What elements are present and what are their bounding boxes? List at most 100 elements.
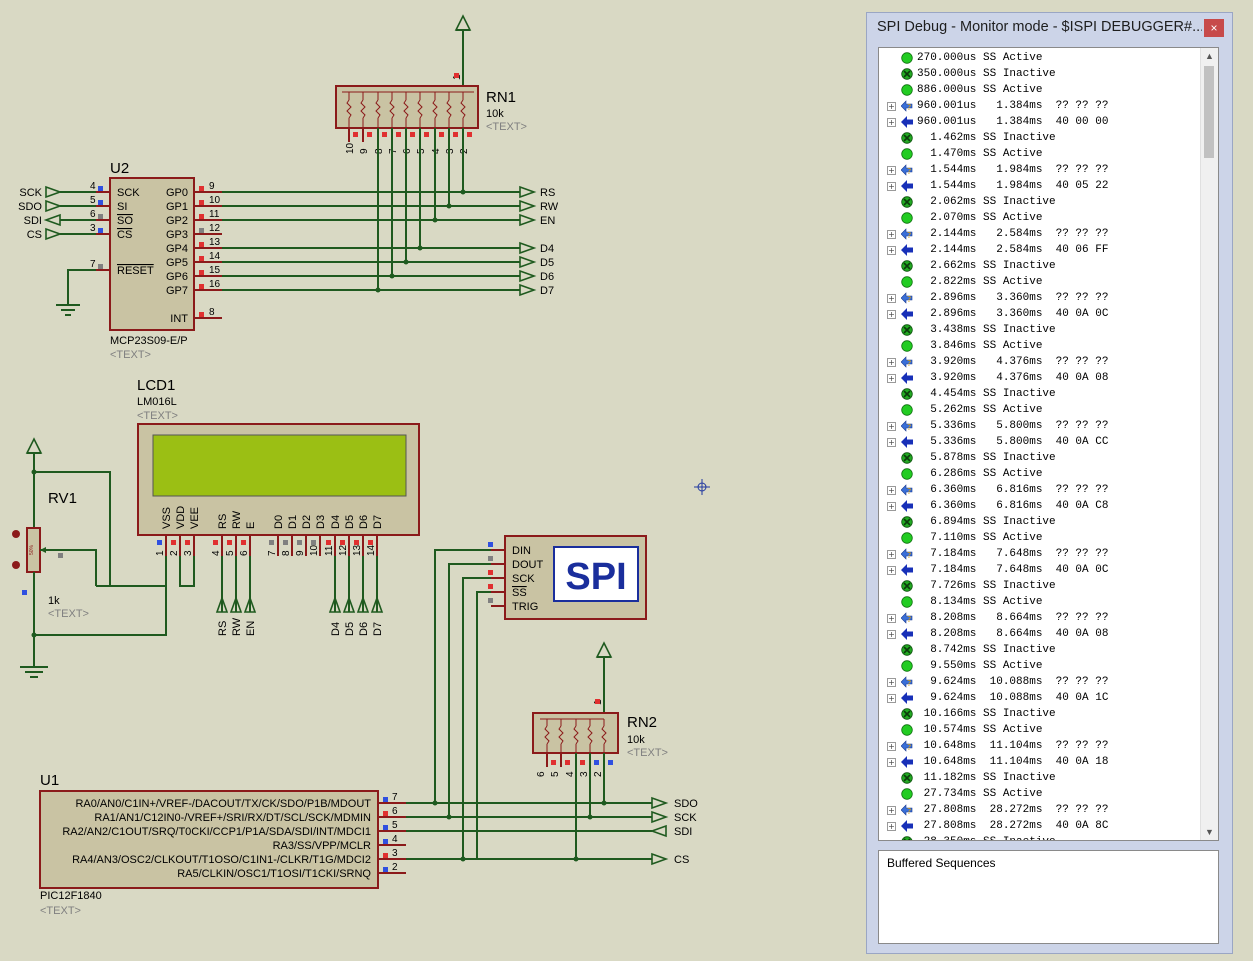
log-row[interactable]: 27.734ms SS Active	[879, 786, 1201, 802]
log-row[interactable]: 10.574ms SS Active	[879, 722, 1201, 738]
scroll-down-icon[interactable]: ▼	[1201, 824, 1218, 840]
rn2-component[interactable]: 1 RN2 10k <TEXT> 65432	[533, 643, 668, 862]
log-row[interactable]: +? 2.896ms 3.360ms ?? ?? ??	[879, 290, 1201, 306]
log-row[interactable]: 11.182ms SS Inactive	[879, 770, 1201, 786]
expand-icon[interactable]: +	[887, 118, 896, 127]
log-row[interactable]: + 27.808ms 28.272ms 40 0A 8C	[879, 818, 1201, 834]
rn1-component[interactable]: 1 RN1 10k <TEXT> 1098765432	[336, 16, 527, 154]
log-row[interactable]: 2.070ms SS Active	[879, 210, 1201, 226]
expand-icon[interactable]: +	[887, 182, 896, 191]
log-row[interactable]: + 5.336ms 5.800ms 40 0A CC	[879, 434, 1201, 450]
log-row[interactable]: 270.000us SS Active	[879, 50, 1201, 66]
expand-icon[interactable]: +	[887, 694, 896, 703]
scrollbar-thumb[interactable]	[1204, 66, 1214, 158]
spi-debugger-component[interactable]: SPI DINDOUTSCKSSTRIG	[488, 536, 646, 619]
log-row[interactable]: +?960.001us 1.384ms ?? ?? ??	[879, 98, 1201, 114]
expand-icon[interactable]: +	[887, 294, 896, 303]
log-row-text: 350.000us SS Inactive	[917, 66, 1056, 82]
log-row[interactable]: 350.000us SS Inactive	[879, 66, 1201, 82]
expand-icon[interactable]: +	[887, 502, 896, 511]
expand-icon[interactable]: +	[887, 486, 896, 495]
log-row[interactable]: + 3.920ms 4.376ms 40 0A 08	[879, 370, 1201, 386]
scroll-up-icon[interactable]: ▲	[1201, 48, 1218, 64]
log-row[interactable]: + 1.544ms 1.984ms 40 05 22	[879, 178, 1201, 194]
log-row[interactable]: +? 6.360ms 6.816ms ?? ?? ??	[879, 482, 1201, 498]
log-row[interactable]: 8.742ms SS Inactive	[879, 642, 1201, 658]
u2-component[interactable]: U2 MCP23S09-E/P <TEXT> 4SCKSCK5SISDO6SOS…	[18, 160, 559, 361]
log-row[interactable]: +960.001us 1.384ms 40 00 00	[879, 114, 1201, 130]
log-row[interactable]: 6.286ms SS Active	[879, 466, 1201, 482]
expand-icon[interactable]: +	[887, 374, 896, 383]
vertical-scrollbar[interactable]: ▲ ▼	[1200, 48, 1218, 840]
expand-icon[interactable]: +	[887, 166, 896, 175]
expand-icon[interactable]: +	[887, 310, 896, 319]
lcd1-component[interactable]: LCD1 LM016L <TEXT> VSS1VDD2VEE3RS4RW5E6D…	[137, 377, 419, 556]
rv1-component[interactable]: 50% RV1 1k <TEXT>	[12, 439, 96, 677]
expand-icon[interactable]: +	[887, 758, 896, 767]
u1-net-label: SDI	[674, 826, 692, 838]
log-row[interactable]: 9.550ms SS Active	[879, 658, 1201, 674]
ss-inactive-icon	[901, 388, 913, 400]
log-row[interactable]: + 2.144ms 2.584ms 40 06 FF	[879, 242, 1201, 258]
lcd-pin-number: 7	[267, 550, 278, 556]
log-row[interactable]: + 10.648ms 11.104ms 40 0A 18	[879, 754, 1201, 770]
u2-right-pin-number: 13	[209, 237, 221, 248]
expand-icon[interactable]: +	[887, 806, 896, 815]
u2-net-label: D4	[540, 243, 554, 255]
log-row[interactable]: 8.134ms SS Active	[879, 594, 1201, 610]
expand-icon[interactable]: +	[887, 422, 896, 431]
lcd-pin-name: D4	[330, 515, 342, 529]
log-row[interactable]: + 9.624ms 10.088ms 40 0A 1C	[879, 690, 1201, 706]
expand-icon[interactable]: +	[887, 630, 896, 639]
log-row[interactable]: +? 8.208ms 8.664ms ?? ?? ??	[879, 610, 1201, 626]
log-row[interactable]: 1.462ms SS Inactive	[879, 130, 1201, 146]
close-icon[interactable]: ×	[1204, 19, 1224, 37]
expand-icon[interactable]: +	[887, 246, 896, 255]
log-row[interactable]: 3.438ms SS Inactive	[879, 322, 1201, 338]
schematic-canvas[interactable]: 1 RN1 10k <TEXT> 1098765432 U2 MCP23S09-…	[0, 0, 866, 961]
log-row[interactable]: + 2.896ms 3.360ms 40 0A 0C	[879, 306, 1201, 322]
expand-icon[interactable]: +	[887, 102, 896, 111]
log-row[interactable]: 2.662ms SS Inactive	[879, 258, 1201, 274]
log-row[interactable]: 5.878ms SS Inactive	[879, 450, 1201, 466]
buffered-sequences-panel[interactable]: Buffered Sequences	[878, 850, 1219, 944]
log-row[interactable]: 6.894ms SS Inactive	[879, 514, 1201, 530]
log-row[interactable]: 1.470ms SS Active	[879, 146, 1201, 162]
log-row[interactable]: +? 7.184ms 7.648ms ?? ?? ??	[879, 546, 1201, 562]
log-row[interactable]: +? 9.624ms 10.088ms ?? ?? ??	[879, 674, 1201, 690]
log-row[interactable]: + 8.208ms 8.664ms 40 0A 08	[879, 626, 1201, 642]
log-row[interactable]: 2.822ms SS Active	[879, 274, 1201, 290]
log-row[interactable]: 28.350ms SS Inactive	[879, 834, 1201, 840]
log-row[interactable]: +? 2.144ms 2.584ms ?? ?? ??	[879, 226, 1201, 242]
log-row[interactable]: +? 5.336ms 5.800ms ?? ?? ??	[879, 418, 1201, 434]
spi-log-tree[interactable]: 270.000us SS Active350.000us SS Inactive…	[878, 47, 1219, 841]
log-row[interactable]: + 7.184ms 7.648ms 40 0A 0C	[879, 562, 1201, 578]
log-row[interactable]: 3.846ms SS Active	[879, 338, 1201, 354]
expand-icon[interactable]: +	[887, 742, 896, 751]
log-row[interactable]: 7.110ms SS Active	[879, 530, 1201, 546]
expand-icon[interactable]: +	[887, 550, 896, 559]
expand-icon[interactable]: +	[887, 678, 896, 687]
log-row[interactable]: 2.062ms SS Inactive	[879, 194, 1201, 210]
log-row[interactable]: +? 10.648ms 11.104ms ?? ?? ??	[879, 738, 1201, 754]
log-row[interactable]: + 6.360ms 6.816ms 40 0A C8	[879, 498, 1201, 514]
log-row[interactable]: 10.166ms SS Inactive	[879, 706, 1201, 722]
expand-icon[interactable]: +	[887, 566, 896, 575]
u1-component[interactable]: U1 PIC12F1840 <TEXT> RA0/AN0/C1IN+/VREF-…	[40, 772, 698, 917]
log-row[interactable]: 7.726ms SS Inactive	[879, 578, 1201, 594]
log-row[interactable]: +? 1.544ms 1.984ms ?? ?? ??	[879, 162, 1201, 178]
miso-write-icon	[901, 244, 913, 256]
log-row[interactable]: +? 3.920ms 4.376ms ?? ?? ??	[879, 354, 1201, 370]
log-row-text: 2.662ms SS Inactive	[917, 258, 1056, 274]
log-row[interactable]: 5.262ms SS Active	[879, 402, 1201, 418]
expand-icon[interactable]: +	[887, 230, 896, 239]
expand-icon[interactable]: +	[887, 358, 896, 367]
expand-icon[interactable]: +	[887, 438, 896, 447]
log-row[interactable]: 886.000us SS Active	[879, 82, 1201, 98]
expand-icon[interactable]: +	[887, 822, 896, 831]
log-row[interactable]: 4.454ms SS Inactive	[879, 386, 1201, 402]
log-row[interactable]: +? 27.808ms 28.272ms ?? ?? ??	[879, 802, 1201, 818]
log-list[interactable]: 270.000us SS Active350.000us SS Inactive…	[879, 48, 1201, 840]
spi-debug-window[interactable]: SPI Debug - Monitor mode - $ISPI DEBUGGE…	[866, 12, 1233, 954]
expand-icon[interactable]: +	[887, 614, 896, 623]
